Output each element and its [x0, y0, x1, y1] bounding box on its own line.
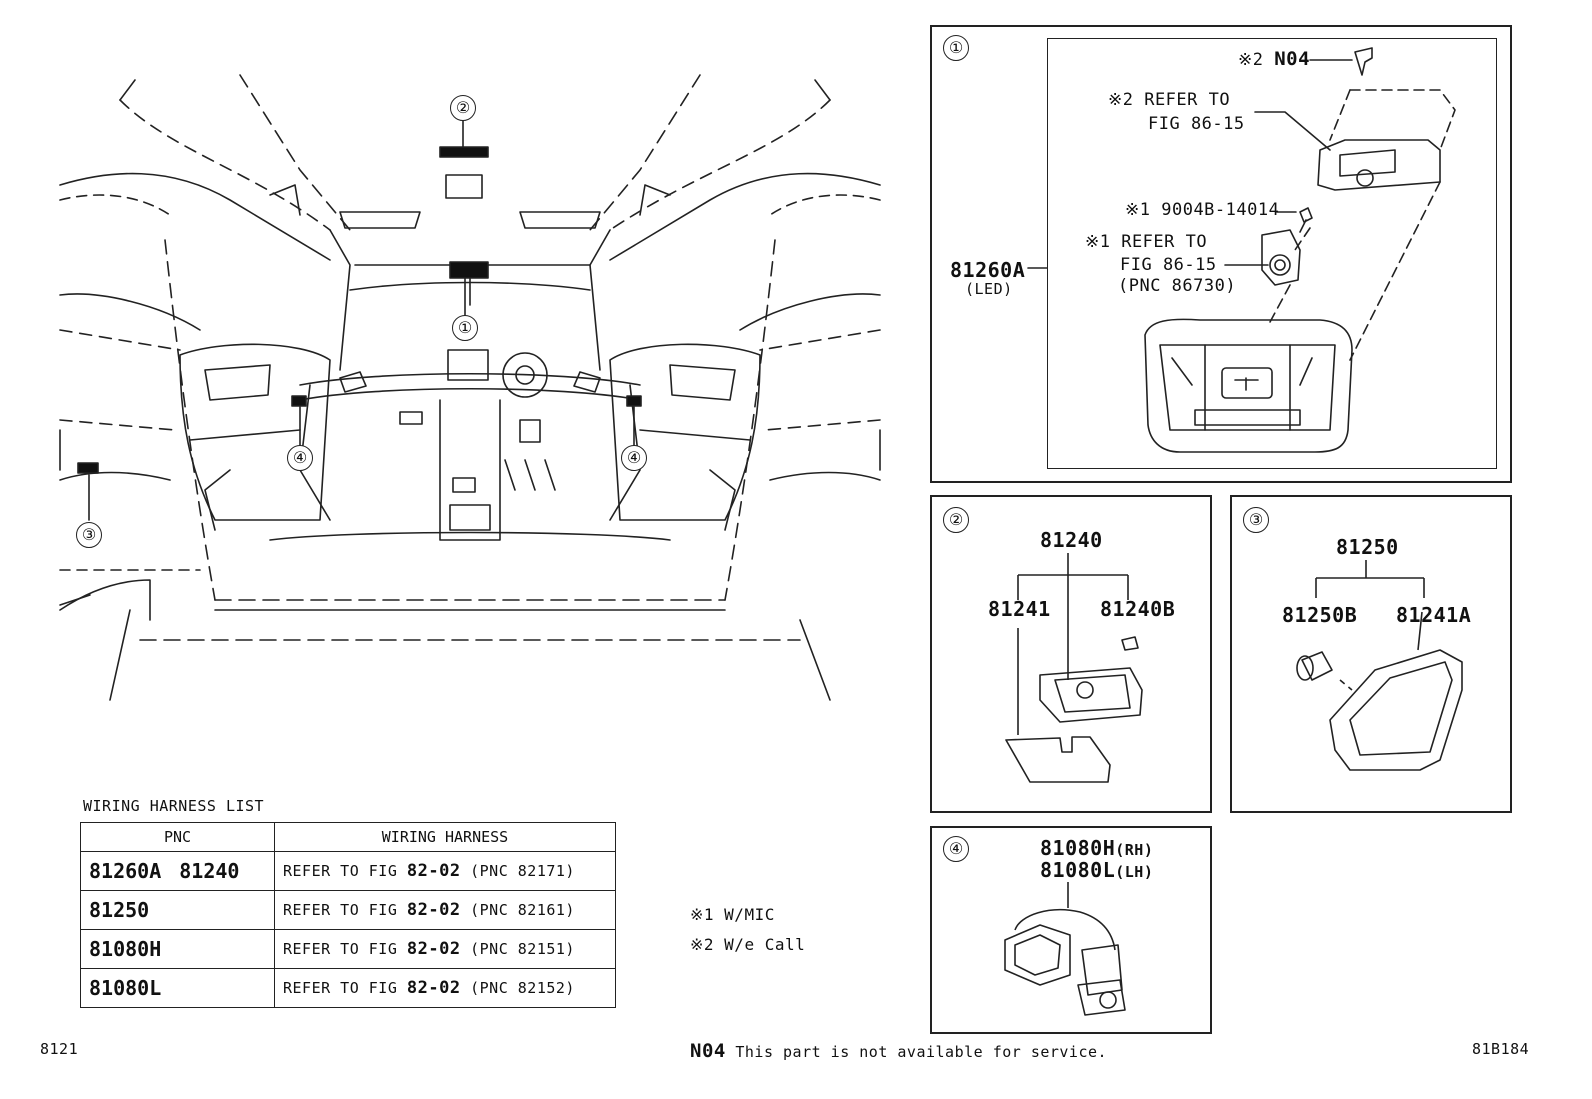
row-4-pnc-ref: (PNC 82152) — [470, 979, 575, 997]
bolt-mark: ※1 — [1125, 200, 1151, 220]
row-2-ref-text: REFER TO FIG — [283, 901, 398, 919]
part-81080l-number: 81080L — [1040, 858, 1116, 882]
header-pnc: PNC — [80, 822, 275, 852]
header-wiring-harness: WIRING HARNESS — [274, 822, 616, 852]
wiring-harness-title: WIRING HARNESS LIST — [83, 797, 265, 815]
refer-b-line2: FIG 86-15 — [1120, 255, 1217, 275]
footer-n04-text: This part is not available for service. — [735, 1043, 1108, 1061]
detail-panel-3 — [1230, 495, 1512, 813]
panel-1-badge: ① — [943, 35, 969, 61]
panel-4-badge: ④ — [943, 836, 969, 862]
row-2-pnc-a: 81250 — [89, 898, 150, 922]
row-4-ref: REFER TO FIG 82-02 (PNC 82152) — [274, 968, 616, 1008]
part-81080h-side: (RH) — [1115, 841, 1154, 859]
row-3-fig: 82-02 — [406, 939, 461, 959]
refer-a-line2: FIG 86-15 — [1148, 114, 1245, 134]
table-row: 81250 REFER TO FIG 82-02 (PNC 82161) — [80, 890, 616, 930]
row-2-pnc-ref: (PNC 82161) — [470, 901, 575, 919]
n04-part: N04 — [1274, 48, 1311, 70]
footer-left-code: 8121 — [40, 1040, 79, 1058]
table-row: 81260A 81240 REFER TO FIG 82-02 (PNC 8217… — [80, 851, 616, 891]
note-2: ※2 W/e Call — [690, 935, 806, 954]
part-81241: 81241 — [988, 597, 1051, 621]
bolt-label: ※1 9004B-14014 — [1125, 200, 1279, 220]
part-81240b: 81240B — [1100, 597, 1176, 621]
footer-right-code: 81B184 — [1472, 1040, 1530, 1058]
refer-b-line1: ※1 REFER TO — [1085, 232, 1208, 252]
row-1-ref: REFER TO FIG 82-02 (PNC 82171) — [274, 851, 616, 891]
part-81241a: 81241A — [1396, 603, 1472, 627]
n04-label: ※2 N04 — [1238, 48, 1310, 70]
row-3-pnc-ref: (PNC 82151) — [470, 940, 575, 958]
row-1-pnc-b: 81240 — [179, 859, 240, 883]
part-81260a-note: (LED) — [965, 280, 1013, 298]
row-2-fig: 82-02 — [406, 900, 461, 920]
part-81260a: 81260A — [950, 258, 1026, 282]
row-4-pnc: 81080L — [80, 968, 275, 1008]
row-1-pnc: 81260A 81240 — [80, 851, 275, 891]
callout-3: ③ — [76, 522, 102, 548]
part-81080l: 81080L(LH) — [1040, 858, 1153, 882]
row-1-pnc-a: 81260A — [89, 859, 162, 883]
row-1-pnc-ref: (PNC 82171) — [470, 862, 575, 880]
panel-2-badge: ② — [943, 507, 969, 533]
detail-panel-1-inner — [1047, 38, 1497, 469]
part-81250b: 81250B — [1282, 603, 1358, 627]
part-81250: 81250 — [1336, 535, 1399, 559]
callout-1: ① — [452, 315, 478, 341]
bolt-part: 9004B-14014 — [1161, 200, 1280, 220]
row-4-pnc-a: 81080L — [89, 976, 162, 1000]
note-1: ※1 W/MIC — [690, 905, 775, 924]
table-row: 81080H REFER TO FIG 82-02 (PNC 82151) — [80, 929, 616, 969]
row-1-ref-text: REFER TO FIG — [283, 862, 398, 880]
row-1-fig: 82-02 — [406, 861, 461, 881]
detail-panel-2 — [930, 495, 1212, 813]
row-3-ref: REFER TO FIG 82-02 (PNC 82151) — [274, 929, 616, 969]
wiring-harness-table: PNC WIRING HARNESS 81260A 81240 REFER TO … — [80, 822, 616, 1008]
panel-3-badge: ③ — [1243, 507, 1269, 533]
callout-4-right: ④ — [621, 445, 647, 471]
part-81080h-number: 81080H — [1040, 836, 1116, 860]
row-3-pnc: 81080H — [80, 929, 275, 969]
row-4-fig: 82-02 — [406, 978, 461, 998]
part-81080l-side: (LH) — [1115, 863, 1154, 881]
row-3-pnc-a: 81080H — [89, 937, 162, 961]
part-81240: 81240 — [1040, 528, 1103, 552]
row-2-pnc: 81250 — [80, 890, 275, 930]
row-2-ref: REFER TO FIG 82-02 (PNC 82161) — [274, 890, 616, 930]
refer-a-line1: ※2 REFER TO — [1108, 90, 1231, 110]
callout-2: ② — [450, 95, 476, 121]
row-3-ref-text: REFER TO FIG — [283, 940, 398, 958]
table-row: 81080L REFER TO FIG 82-02 (PNC 82152) — [80, 968, 616, 1008]
footer-n04-notice: N04 This part is not available for servi… — [690, 1040, 1107, 1062]
table-header-row: PNC WIRING HARNESS — [80, 822, 616, 852]
refer-b-line3: (PNC 86730) — [1118, 276, 1237, 296]
n04-mark: ※2 — [1238, 50, 1264, 70]
footer-n04-code: N04 — [690, 1040, 726, 1062]
row-4-ref-text: REFER TO FIG — [283, 979, 398, 997]
detail-panel-4 — [930, 826, 1212, 1034]
callout-4-left: ④ — [287, 445, 313, 471]
part-81080h: 81080H(RH) — [1040, 836, 1153, 860]
